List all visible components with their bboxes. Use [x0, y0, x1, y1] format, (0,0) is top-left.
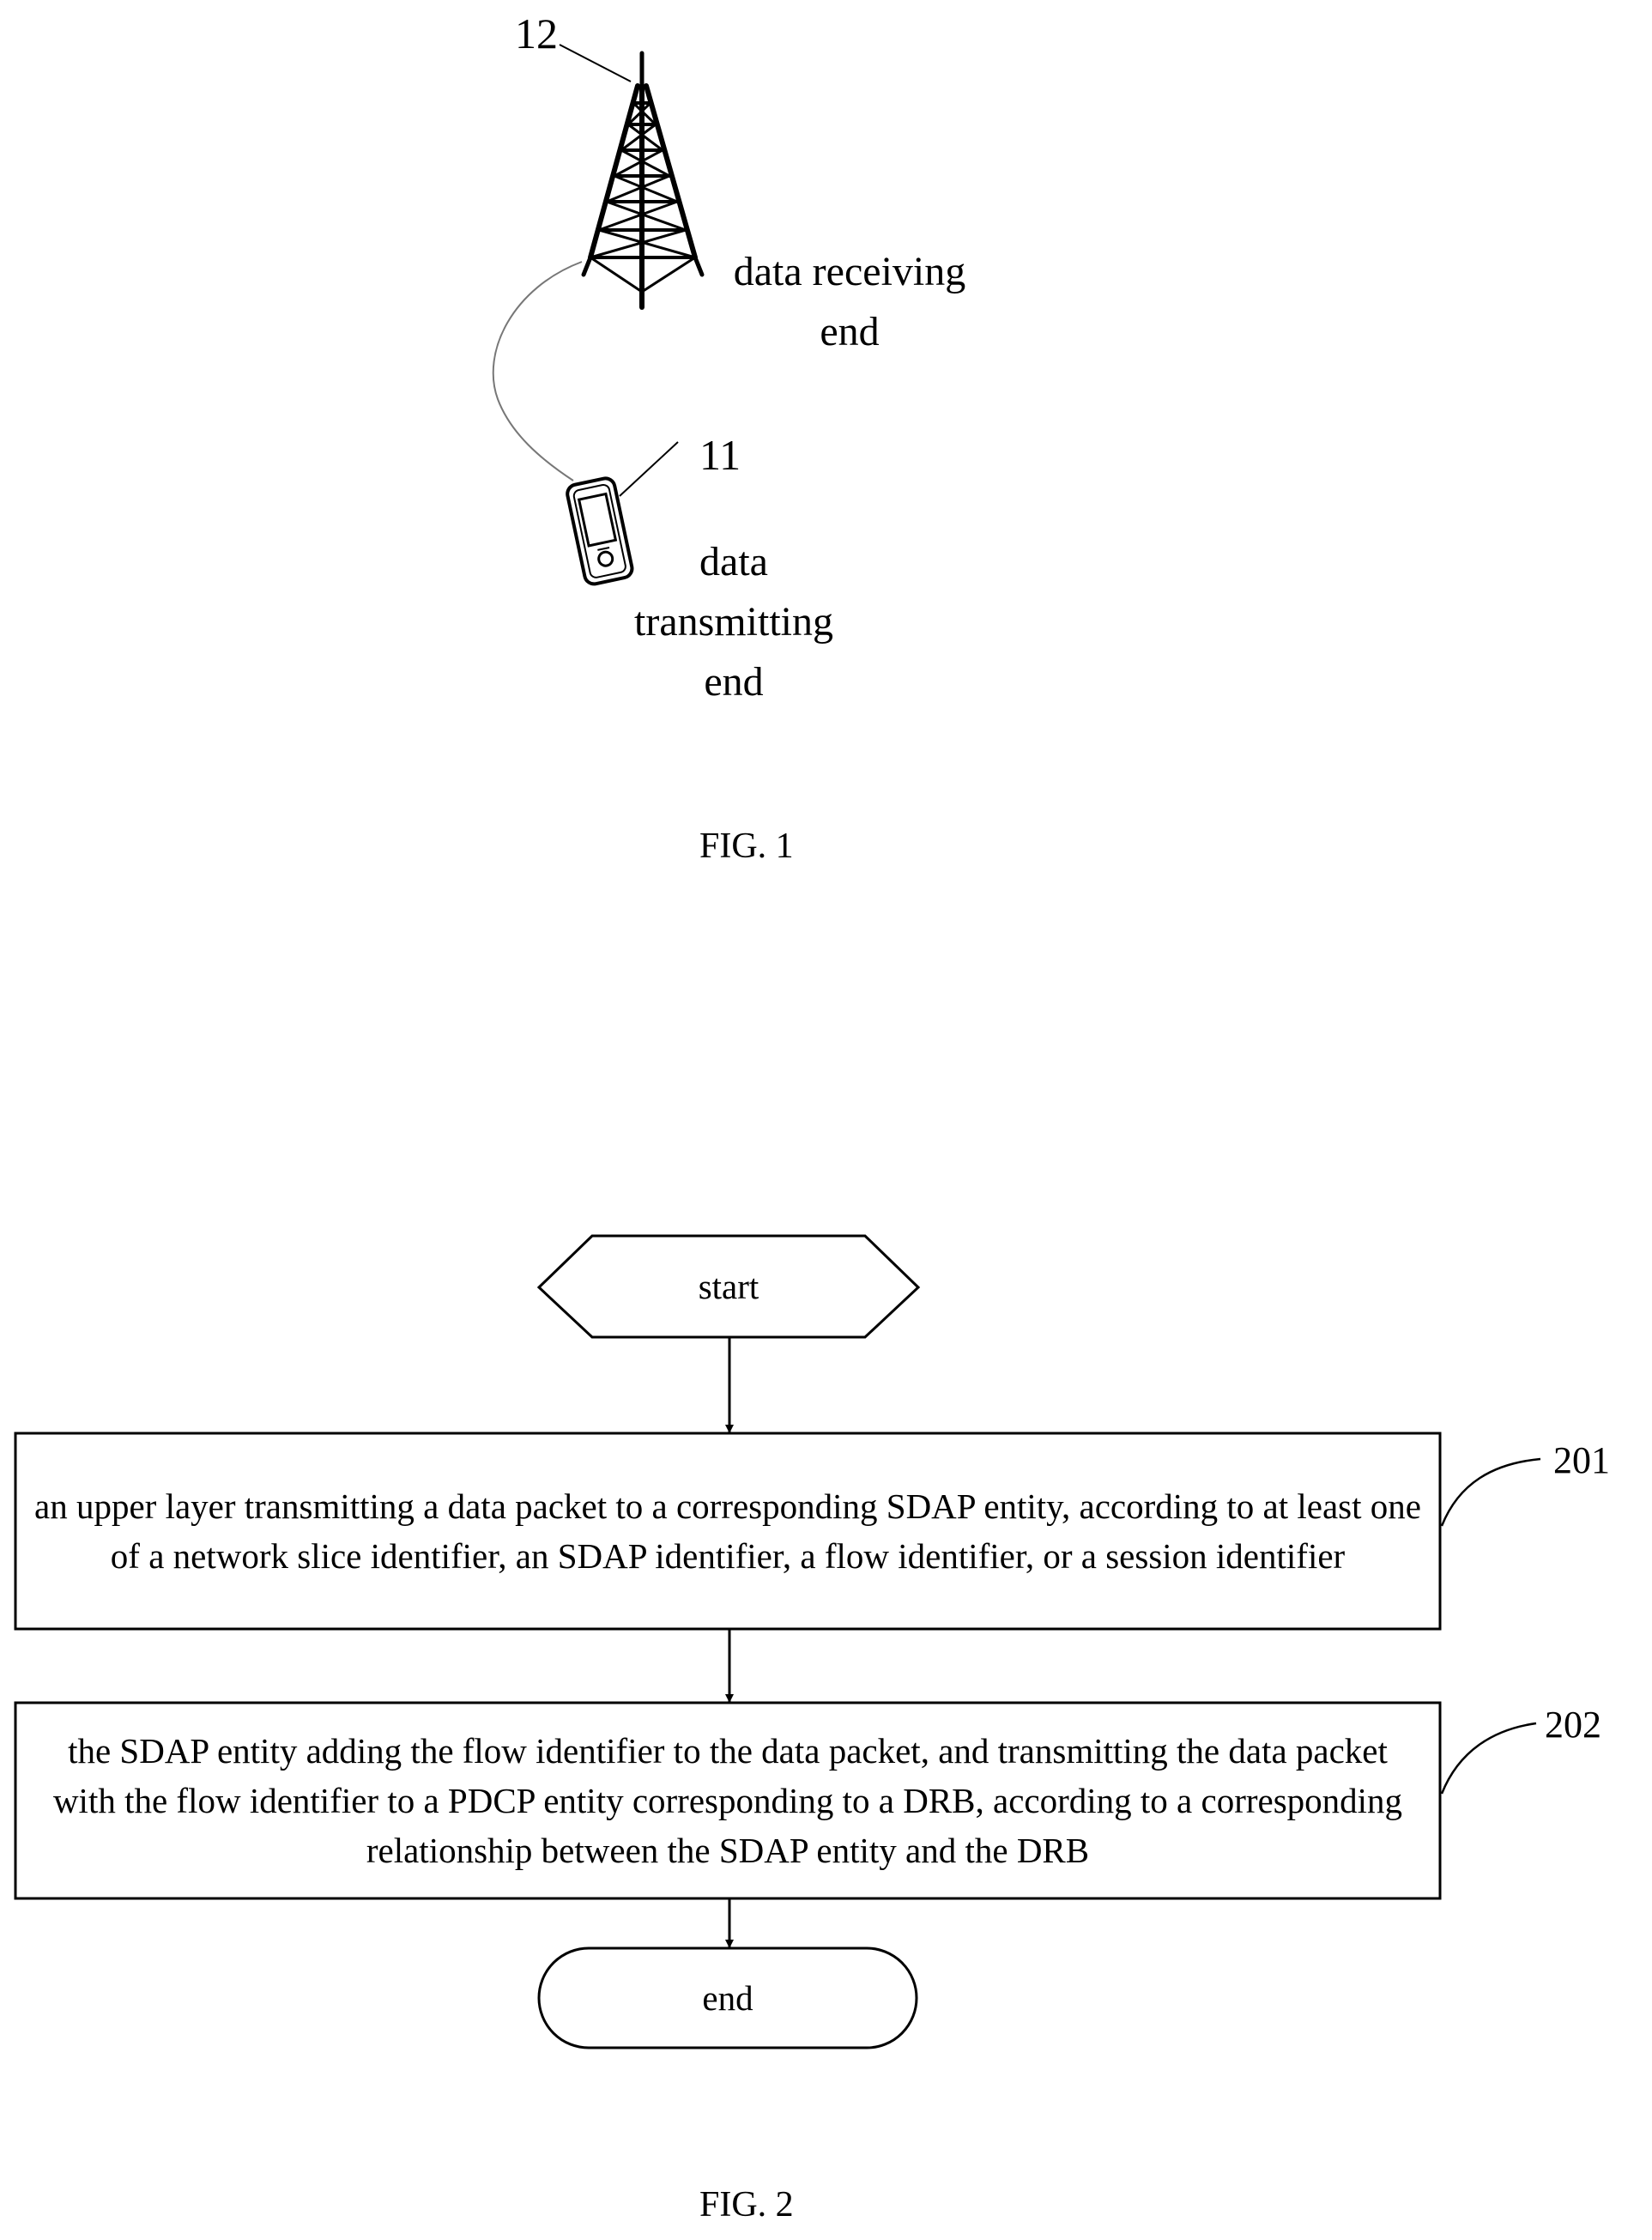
terminal-ref-leader	[620, 442, 678, 496]
antenna-tower-icon	[584, 53, 702, 307]
step-201-reference-number: 201	[1553, 1442, 1610, 1480]
step-202-text: the SDAP entity adding the flow identifi…	[34, 1704, 1421, 1897]
step-202-reference-number: 202	[1545, 1706, 1601, 1744]
step-201-ref-curve	[1442, 1459, 1540, 1526]
data-transmitting-end-label: data transmitting end	[605, 532, 862, 712]
fig1-caption: FIG. 1	[699, 828, 794, 864]
data-receiving-end-label: data receiving end	[704, 242, 995, 362]
tower-reference-number: 12	[515, 12, 558, 55]
end-label: end	[539, 1948, 917, 2048]
wireless-link-curve	[493, 262, 582, 481]
terminal-reference-number: 11	[699, 433, 741, 476]
step-202-ref-curve	[1442, 1723, 1536, 1794]
step-201-text: an upper layer transmitting a data packe…	[34, 1435, 1421, 1627]
fig2-caption: FIG. 2	[699, 2187, 794, 2223]
tower-ref-leader	[560, 45, 631, 82]
start-label: start	[539, 1236, 918, 1337]
